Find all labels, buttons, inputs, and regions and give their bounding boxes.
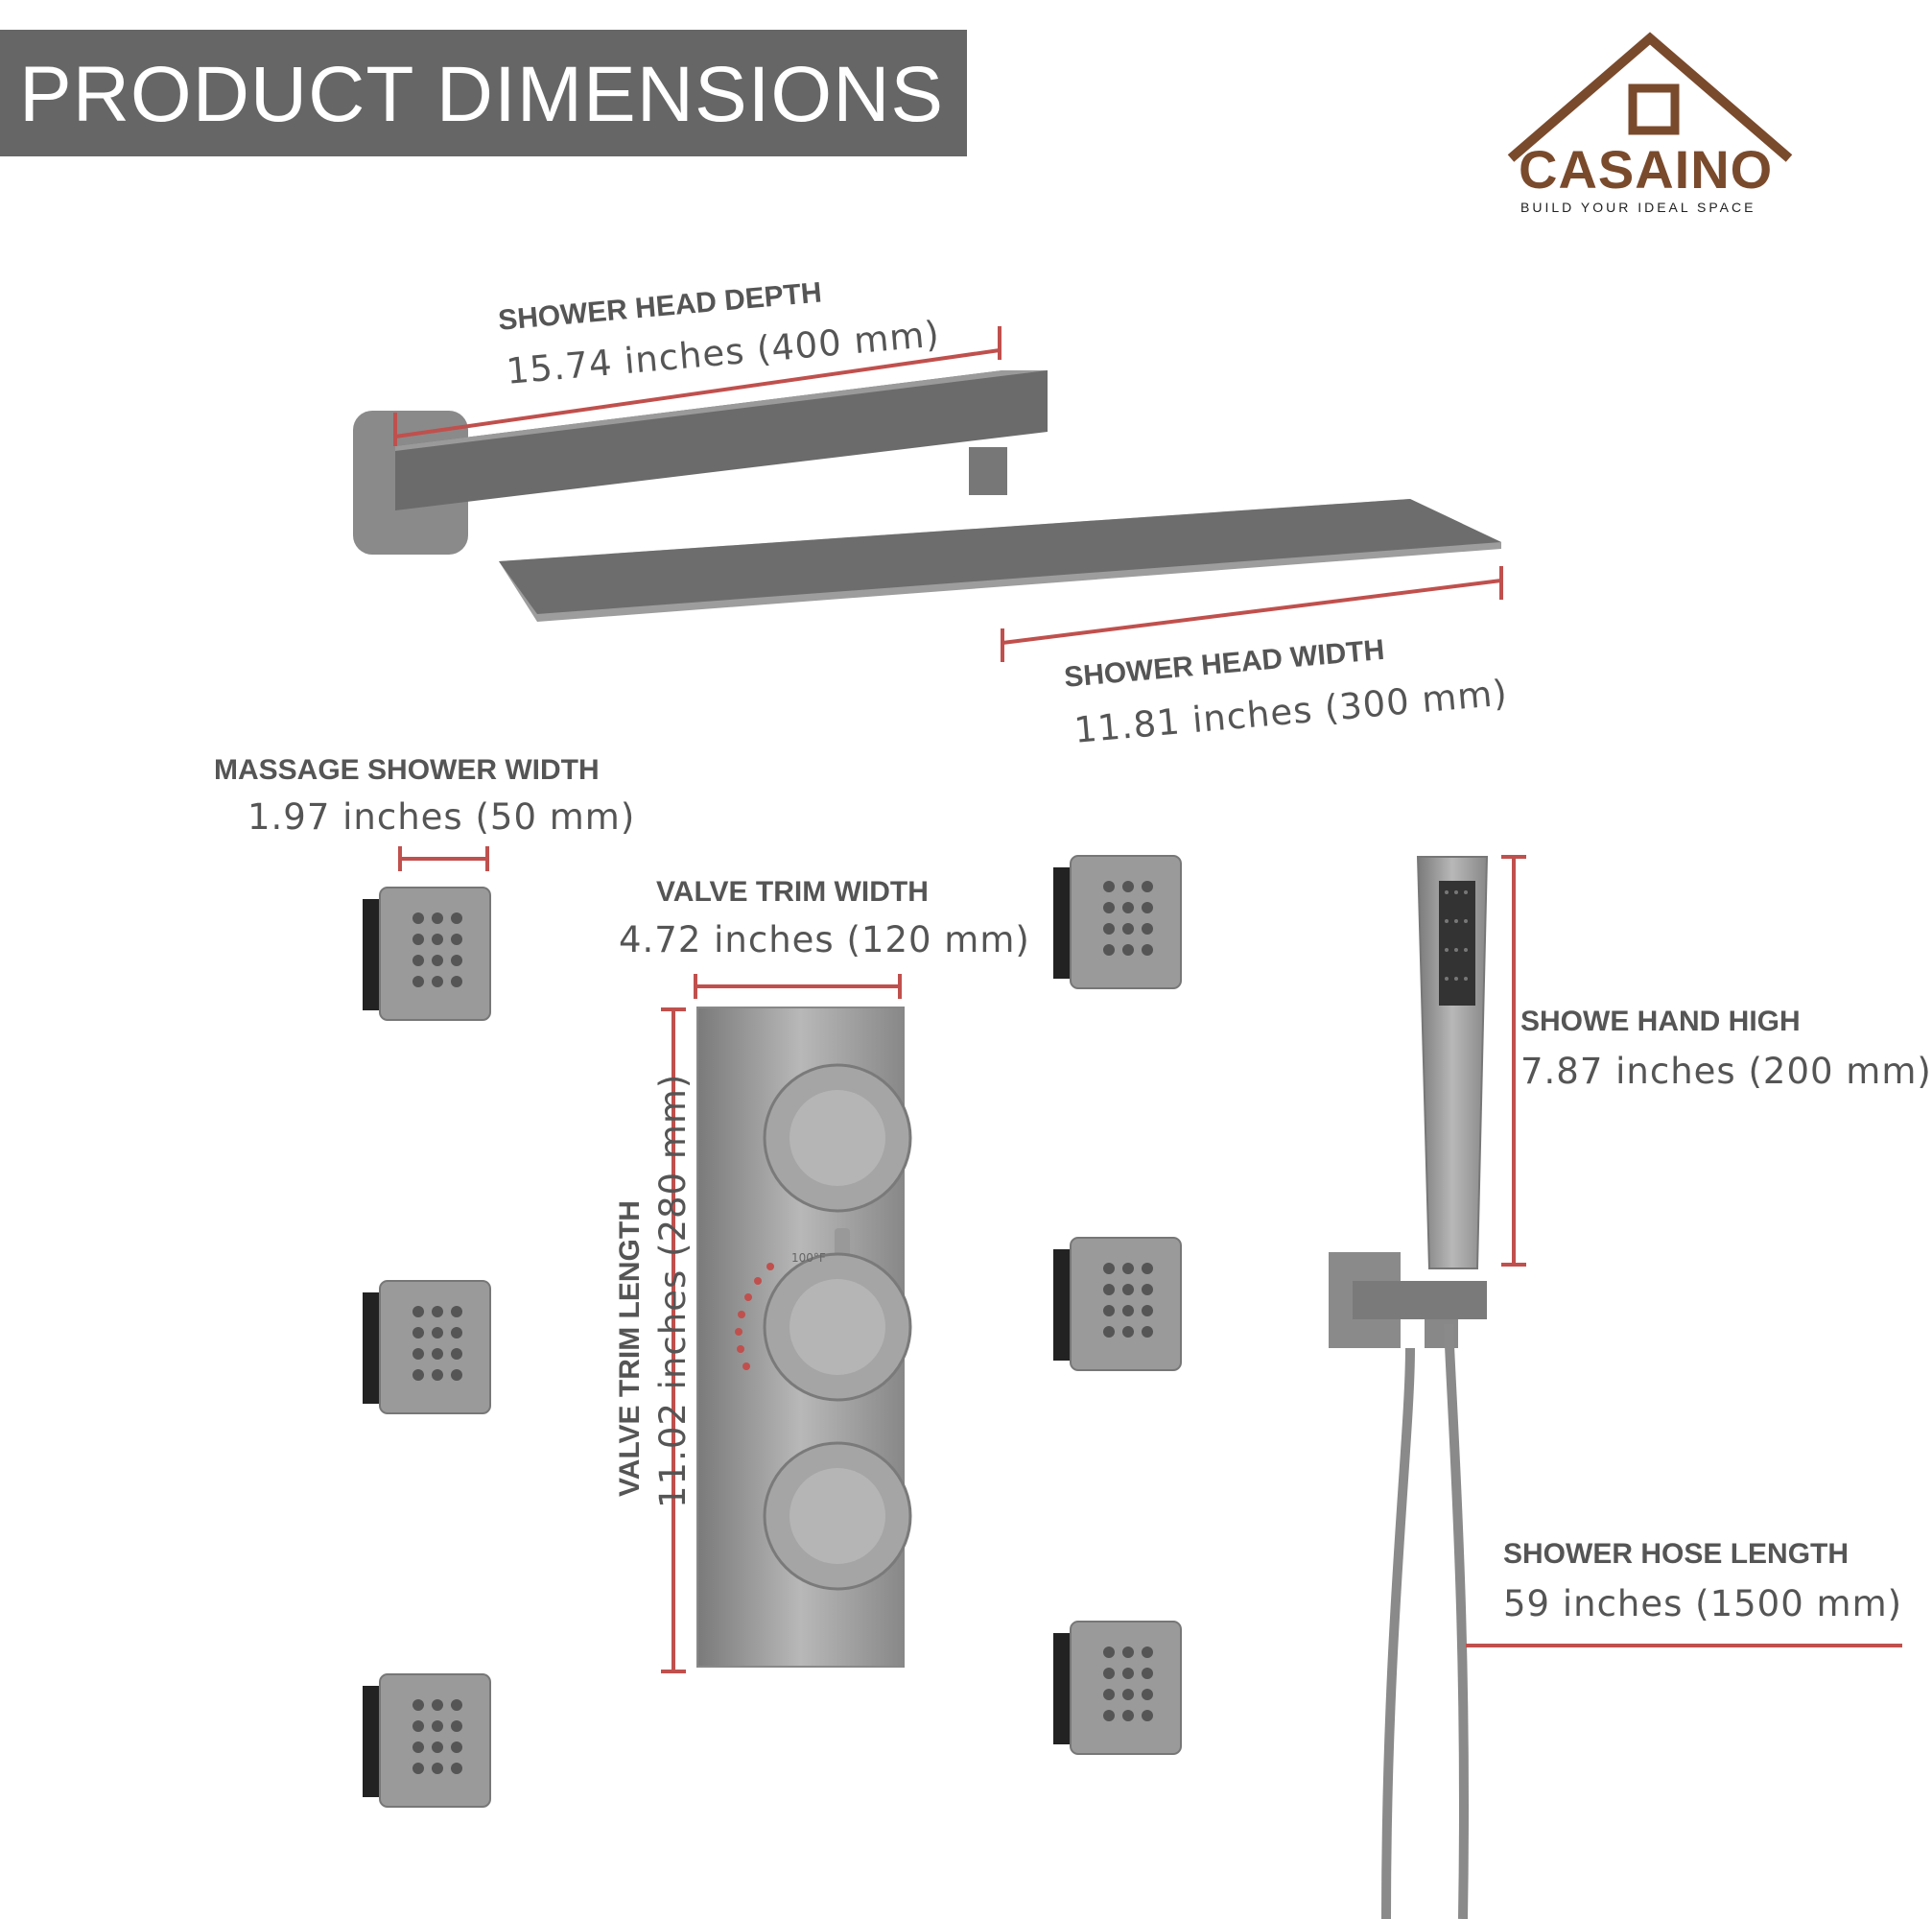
logo-house-icon xyxy=(1507,32,1793,162)
page-title: PRODUCT DIMENSIONS xyxy=(19,51,945,138)
hose-length-label: SHOWER HOSE LENGTH xyxy=(1503,1538,1850,1570)
hose-length-value: 59 inches (1500 mm) xyxy=(1503,1583,1903,1624)
body-jet-icon xyxy=(362,1280,491,1414)
valve-temperature-mark: 100°F xyxy=(791,1251,826,1265)
massage-width-label: MASSAGE SHOWER WIDTH xyxy=(214,754,600,786)
body-jet-icon xyxy=(1052,1237,1182,1371)
valve-width-label: VALVE TRIM WIDTH xyxy=(656,876,929,908)
body-jet-icon xyxy=(362,887,491,1021)
valve-length-label: VALVE TRIM LENGTH xyxy=(614,1200,646,1497)
valve-length-group: VALVE TRIM LENGTH 11.02 inches (280 mm) xyxy=(614,998,719,1508)
body-jet-icon xyxy=(1052,855,1182,989)
hand-shower-icon xyxy=(1329,856,1489,1348)
valve-width-value: 4.72 inches (120 mm) xyxy=(619,919,1030,960)
body-jet-icon xyxy=(362,1673,491,1808)
brand-name: CASAINO xyxy=(1519,139,1774,200)
thermostatic-valve-icon: 100°F xyxy=(696,1007,912,1668)
hand-high-value: 7.87 inches (200 mm) xyxy=(1520,1051,1932,1092)
title-banner xyxy=(0,30,967,156)
rain-shower-head-icon xyxy=(353,370,1501,622)
valve-length-value: 11.02 inches (280 mm) xyxy=(652,1073,694,1508)
hand-high-label: SHOWE HAND HIGH xyxy=(1520,1006,1801,1037)
brand-tagline: BUILD YOUR IDEAL SPACE xyxy=(1520,200,1756,215)
body-jet-icon xyxy=(1052,1621,1182,1755)
head-depth-line xyxy=(394,348,1001,438)
head-width-line xyxy=(1001,579,1502,645)
massage-width-value: 1.97 inches (50 mm) xyxy=(247,796,636,838)
shower-hose-icon xyxy=(1381,1323,1469,1919)
